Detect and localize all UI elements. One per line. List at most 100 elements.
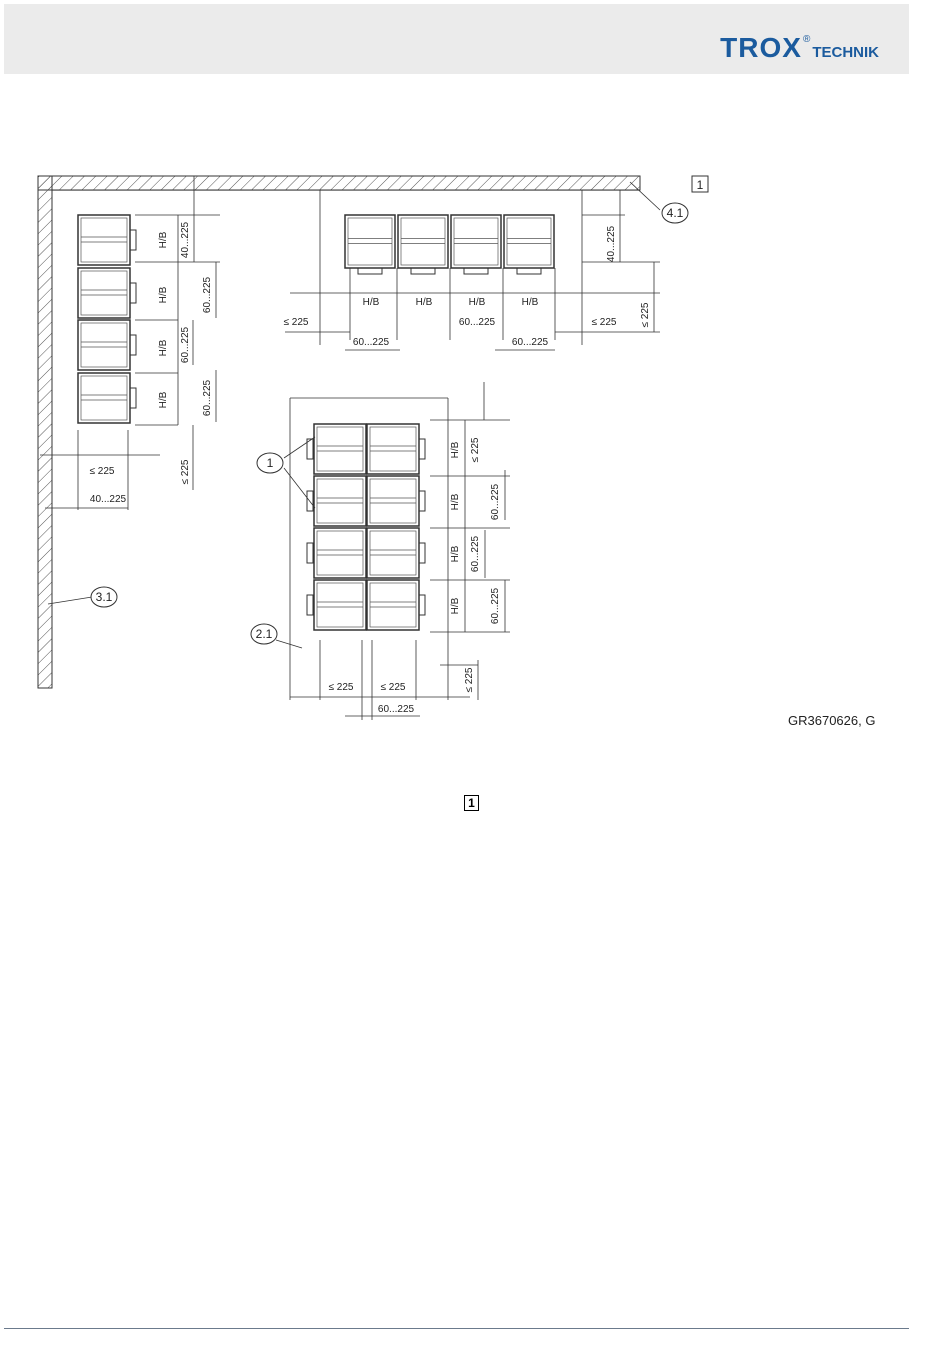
ceiling-wall: [38, 176, 640, 190]
callout-4-1: 4.1: [662, 203, 688, 223]
unit-frame: [78, 320, 130, 370]
dim-line: [48, 597, 92, 604]
unit-frame: [314, 580, 366, 630]
actuator: [419, 595, 425, 615]
dim-label: 60...225: [490, 483, 501, 520]
dim-label: ≤ 225: [464, 667, 475, 692]
dim-label: 60...225: [180, 326, 191, 363]
unit-inner: [81, 271, 127, 315]
damper-unit: [307, 528, 366, 578]
unit-frame: [314, 476, 366, 526]
callout-2-1: 2.1: [251, 624, 277, 644]
unit-frame: [78, 215, 130, 265]
dimension-lines: [40, 176, 660, 720]
actuator: [419, 439, 425, 459]
damper-unit: [78, 268, 136, 318]
dim-label: 60...225: [202, 276, 213, 313]
callout-1: 1: [257, 453, 283, 473]
dim-label: H/B: [158, 231, 169, 248]
dim-label: H/B: [522, 297, 539, 308]
actuator: [130, 335, 136, 355]
damper-unit: [504, 215, 554, 274]
dim-label: 40...225: [606, 225, 617, 262]
callout-box-label: 1: [697, 178, 704, 192]
unit-inner: [370, 531, 416, 575]
damper-unit: [367, 476, 425, 526]
dim-label: ≤ 225: [640, 302, 651, 327]
damper-unit: [78, 215, 136, 265]
damper-unit: [398, 215, 448, 274]
damper-unit: [78, 320, 136, 370]
damper-unit: [367, 580, 425, 630]
dim-label: H/B: [450, 441, 461, 458]
unit-frame: [314, 424, 366, 474]
dim-label: H/B: [450, 493, 461, 510]
dim-label: ≤ 225: [470, 437, 481, 462]
dim-label: 60...225: [202, 379, 213, 416]
callout-box-1: 1: [692, 176, 708, 192]
unit-frame: [367, 580, 419, 630]
dim-label: H/B: [469, 297, 486, 308]
damper-unit: [307, 476, 366, 526]
actuator: [464, 268, 488, 274]
actuator: [307, 595, 313, 615]
actuator: [358, 268, 382, 274]
unit-inner: [370, 479, 416, 523]
dim-label: H/B: [158, 339, 169, 356]
unit-frame: [367, 528, 419, 578]
damper-unit: [307, 580, 366, 630]
figure-id: GR3670626, G: [788, 713, 875, 728]
footer-line: [4, 1328, 909, 1329]
dim-label: 60...225: [378, 704, 415, 715]
units: [78, 215, 554, 630]
callout-label: 4.1: [667, 206, 684, 220]
dim-label: 40...225: [180, 221, 191, 258]
unit-inner: [317, 427, 363, 471]
unit-inner: [454, 218, 498, 265]
dim-label: 60...225: [490, 587, 501, 624]
unit-inner: [317, 531, 363, 575]
unit-frame: [78, 268, 130, 318]
damper-unit: [345, 215, 395, 274]
dim-label: 40...225: [90, 494, 127, 505]
unit-frame: [504, 215, 554, 268]
unit-frame: [367, 476, 419, 526]
dim-line: [630, 182, 660, 210]
installation-diagram: H/B40...225H/B60...225H/B60...225H/B60..…: [0, 0, 950, 760]
actuator: [419, 491, 425, 511]
damper-unit: [367, 424, 425, 474]
dim-label: H/B: [450, 545, 461, 562]
unit-inner: [370, 427, 416, 471]
actuator: [130, 388, 136, 408]
unit-frame: [78, 373, 130, 423]
dim-line: [276, 640, 302, 648]
actuator: [411, 268, 435, 274]
damper-unit: [367, 528, 425, 578]
dim-label: 60...225: [459, 317, 496, 328]
unit-frame: [398, 215, 448, 268]
dim-label: ≤ 225: [180, 459, 191, 484]
unit-inner: [370, 583, 416, 627]
callout-3-1: 3.1: [91, 587, 117, 607]
unit-inner: [507, 218, 551, 265]
dim-label: ≤ 225: [284, 317, 309, 328]
callout-label: 1: [267, 456, 274, 470]
dim-label: ≤ 225: [592, 317, 617, 328]
dim-label: H/B: [450, 597, 461, 614]
actuator: [130, 283, 136, 303]
dim-label: 60...225: [512, 337, 549, 348]
dim-label: H/B: [363, 297, 380, 308]
unit-inner: [348, 218, 392, 265]
damper-unit: [78, 373, 136, 423]
dim-line: [284, 468, 315, 508]
unit-inner: [317, 479, 363, 523]
unit-inner: [317, 583, 363, 627]
figure-box-label: 1: [464, 795, 479, 811]
unit-inner: [81, 376, 127, 420]
unit-frame: [314, 528, 366, 578]
unit-inner: [401, 218, 445, 265]
dim-label: ≤ 225: [381, 682, 406, 693]
unit-frame: [451, 215, 501, 268]
damper-unit: [451, 215, 501, 274]
damper-unit: [307, 424, 366, 474]
